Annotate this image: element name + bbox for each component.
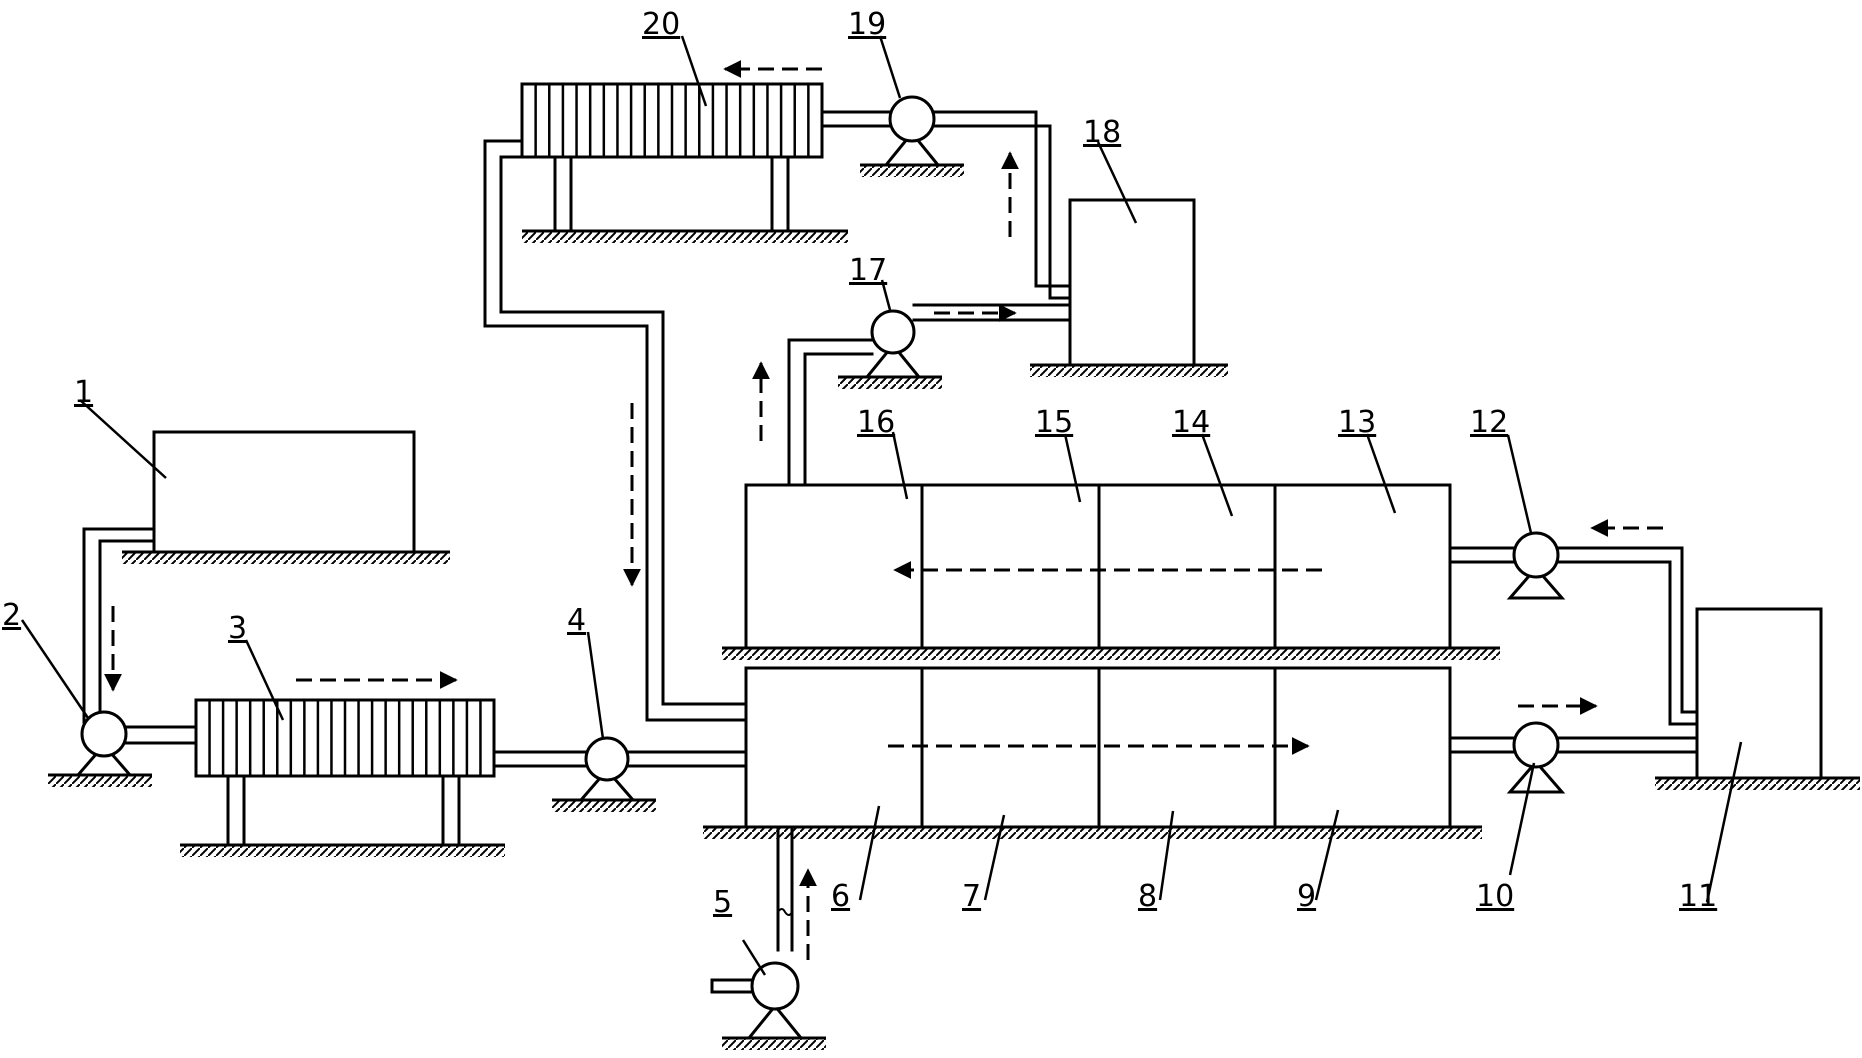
label-12: 12 — [1470, 405, 1508, 440]
ground-pump-5 — [722, 1036, 826, 1050]
filter-press-20 — [520, 82, 824, 233]
label-3: 3 — [228, 611, 247, 646]
pump-19 — [882, 95, 942, 167]
label-20: 20 — [642, 7, 680, 42]
ground-tank-18 — [1030, 363, 1228, 377]
label-14: 14 — [1172, 405, 1210, 440]
filter-press-3 — [194, 698, 496, 847]
ground-filter-20 — [522, 229, 848, 243]
upper-reaction-tank — [744, 483, 1452, 650]
ground-pump-2 — [48, 773, 152, 787]
label-11: 11 — [1679, 879, 1717, 914]
pump-2 — [74, 710, 134, 777]
pump-4 — [577, 736, 637, 802]
label-18: 18 — [1083, 115, 1121, 150]
label-16: 16 — [857, 405, 895, 440]
storage-tank-11 — [1695, 607, 1823, 780]
label-6: 6 — [831, 879, 850, 914]
pump-12 — [1506, 531, 1566, 600]
label-17: 17 — [849, 253, 887, 288]
ground-lower-tank — [703, 825, 1482, 839]
label-1: 1 — [74, 375, 93, 410]
label-13: 13 — [1338, 405, 1376, 440]
leader-lines — [20, 35, 1743, 976]
storage-tank-18 — [1068, 198, 1196, 367]
label-19: 19 — [848, 7, 886, 42]
label-15: 15 — [1035, 405, 1073, 440]
label-10: 10 — [1476, 879, 1514, 914]
pump-5 — [745, 961, 805, 1040]
ground-pump-17 — [838, 375, 942, 389]
label-7: 7 — [962, 879, 981, 914]
ground-pump-19 — [860, 163, 964, 177]
part-labels: 1 2 3 4 5 6 7 8 9 10 11 12 13 14 15 16 1… — [2, 7, 1717, 920]
ground-pump-4 — [552, 798, 656, 812]
label-4: 4 — [567, 603, 586, 638]
ground-tank-11 — [1655, 776, 1860, 790]
lower-reaction-tank — [744, 666, 1452, 829]
ground-upper-tank — [722, 646, 1500, 660]
label-9: 9 — [1297, 879, 1316, 914]
ground-tank-1 — [122, 550, 450, 564]
tilde-mark — [776, 908, 794, 916]
storage-tank-1 — [152, 430, 416, 554]
pump-17 — [863, 309, 923, 379]
pipes — [82, 110, 1699, 994]
label-8: 8 — [1138, 879, 1157, 914]
ground-filter-3 — [180, 843, 505, 857]
flow-arrows — [104, 60, 1663, 960]
pump-10 — [1506, 721, 1566, 794]
label-2: 2 — [2, 598, 21, 633]
label-5: 5 — [713, 885, 732, 920]
